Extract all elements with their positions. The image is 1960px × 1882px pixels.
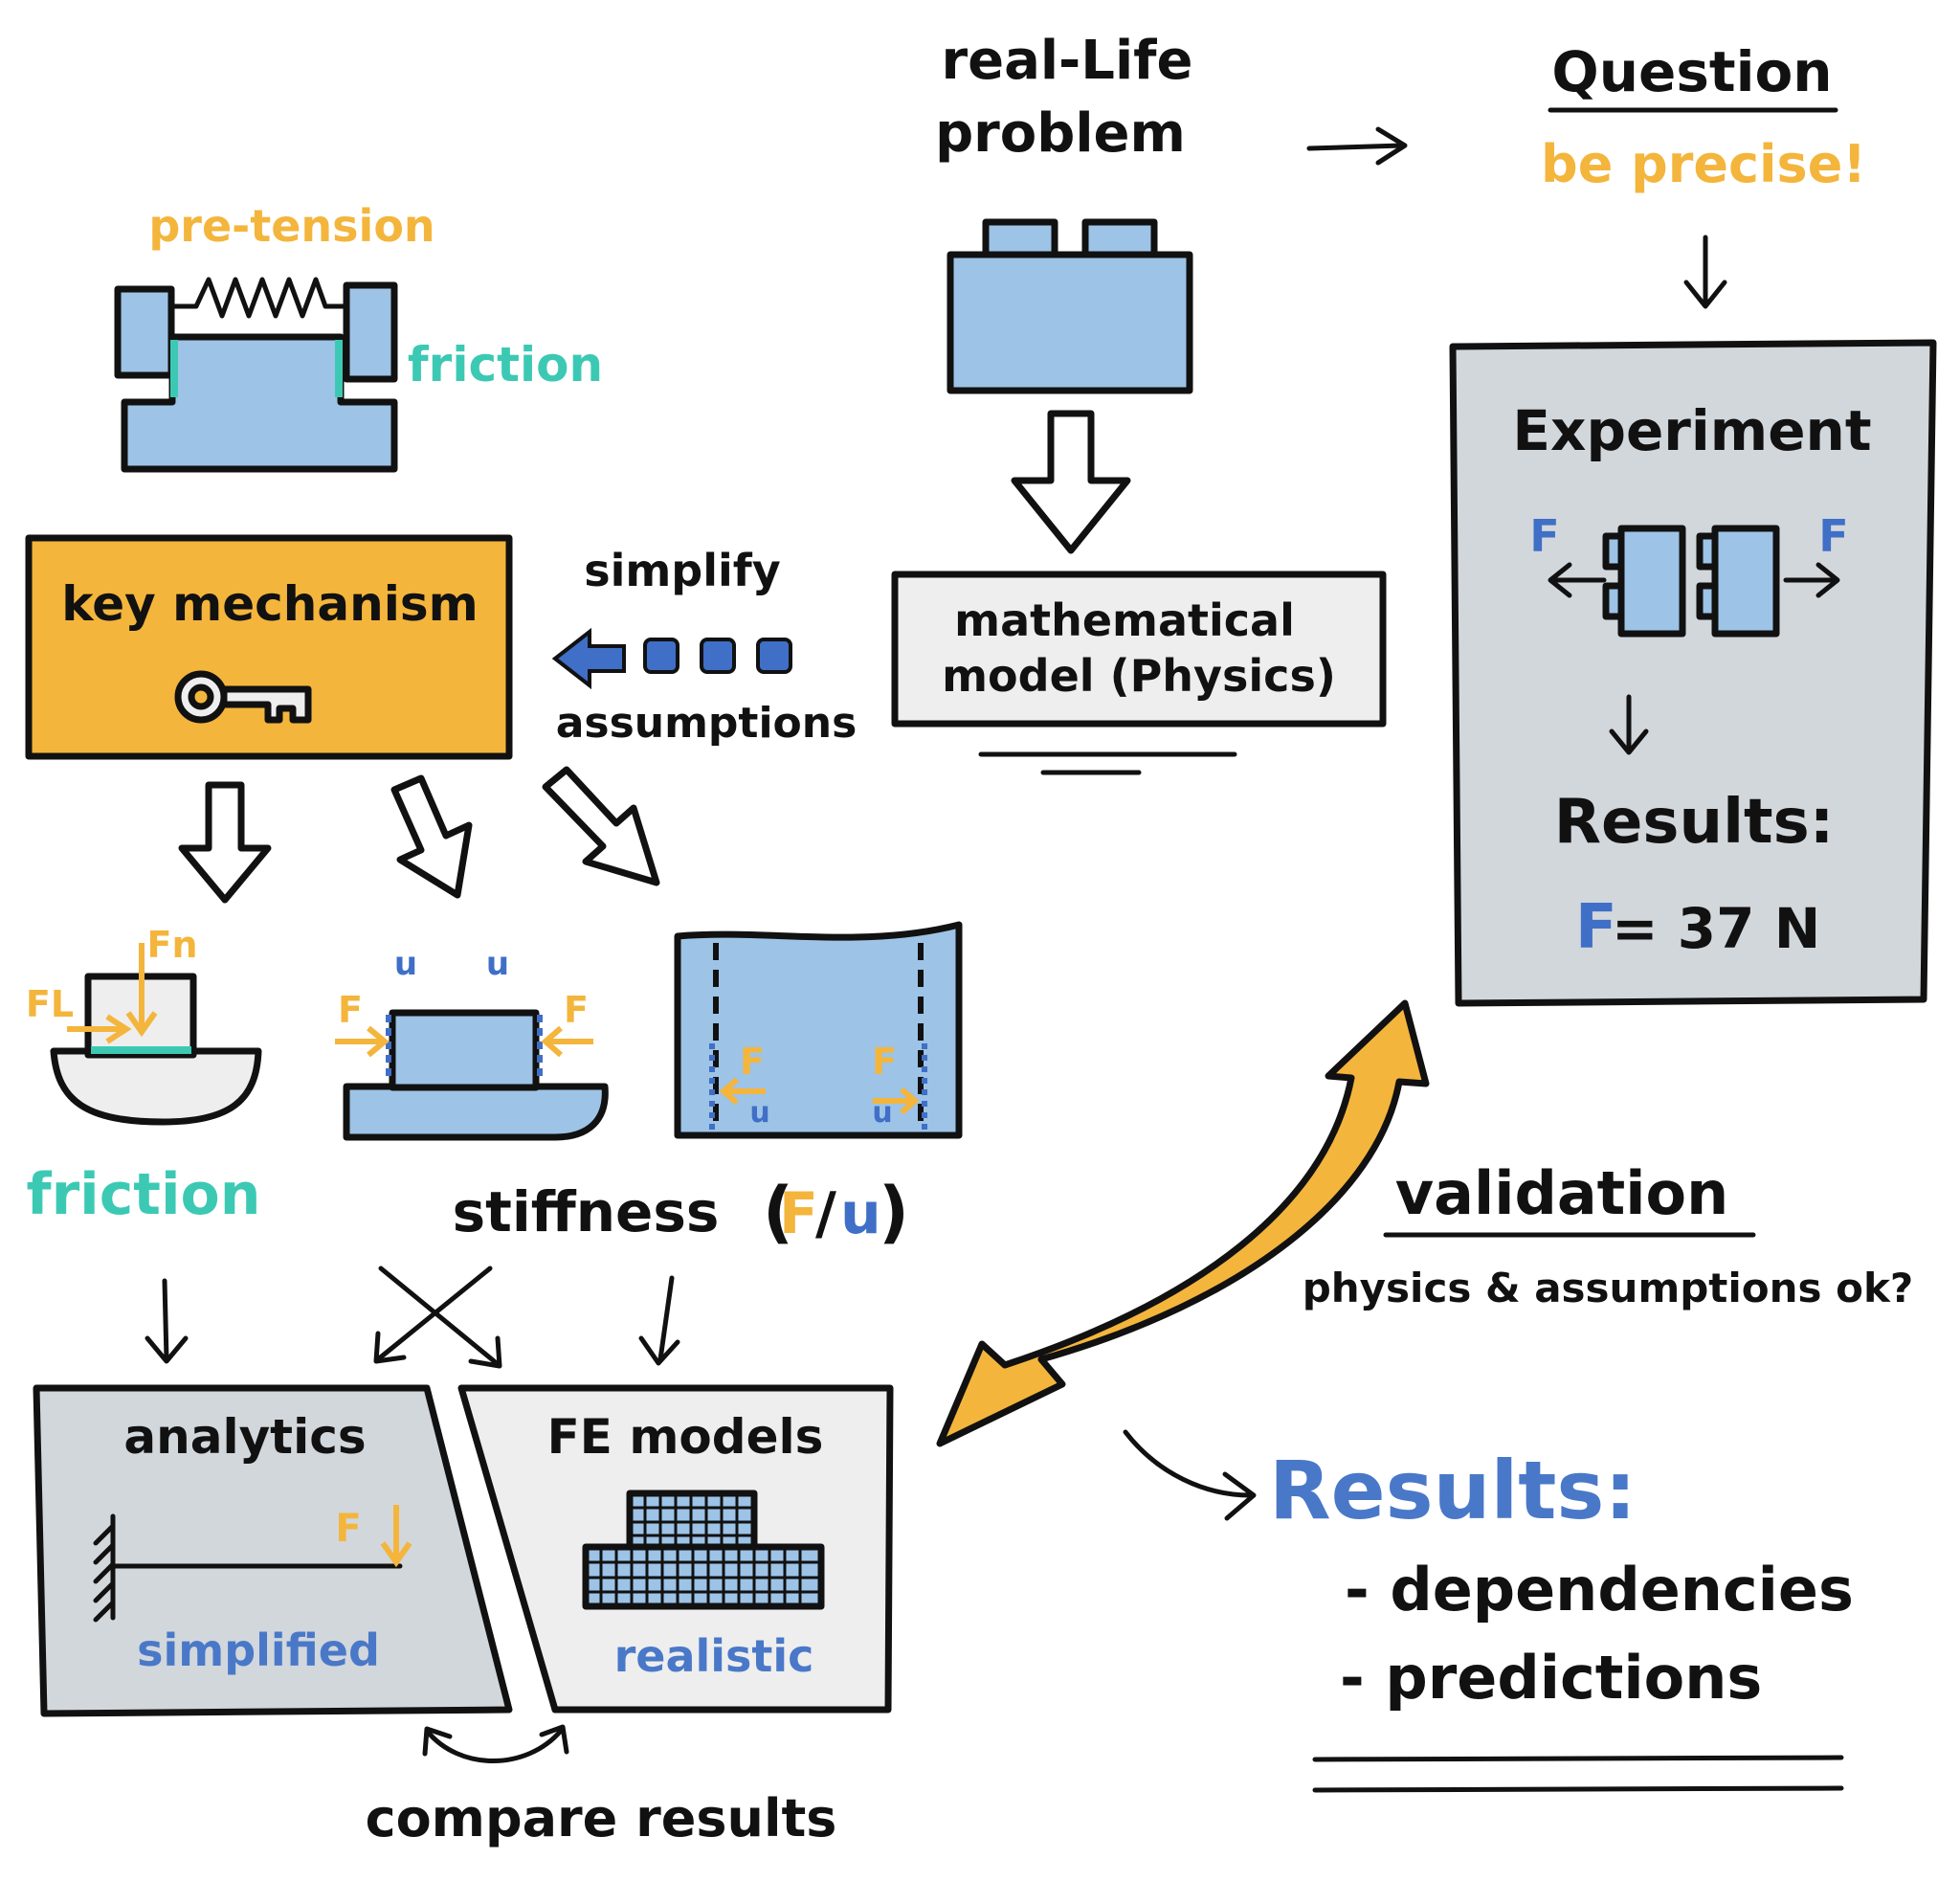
friction-label-top: friction (408, 337, 603, 392)
stiff-b-F-right: F (872, 1041, 897, 1083)
stiffness-F: F (779, 1180, 818, 1247)
simplify-label: simplify (584, 545, 781, 596)
validation-double-arrow (936, 999, 1430, 1447)
math-model-line2: model (Physics) (942, 650, 1336, 702)
stiffness-open-paren: ( (763, 1173, 793, 1251)
hollow-arrow-3 (542, 766, 660, 886)
fn-label: Fn (146, 924, 197, 966)
pre-tension-label: pre-tension (148, 200, 434, 252)
experiment-results-label: Results: (1554, 787, 1835, 858)
dashed-arrow-left (551, 627, 792, 690)
results-item-1: - dependencies (1345, 1555, 1854, 1624)
experiment-F-right: F (1818, 510, 1848, 562)
stiffness-model-a: F F u u (335, 945, 609, 1141)
results-title: Results: (1269, 1444, 1637, 1537)
fe-title: FE models (547, 1409, 824, 1465)
fe-mesh-icon (582, 1490, 825, 1610)
validation-subtitle: physics & assumptions ok? (1303, 1265, 1914, 1311)
hollow-arrow-2 (390, 774, 473, 899)
hollow-arrow-down (1011, 410, 1131, 554)
stiff-a-u-right: u (486, 945, 509, 983)
results-underline-2 (1312, 1785, 1844, 1793)
arrow-question-to-experiment (1683, 235, 1727, 309)
spring-icon (171, 277, 347, 319)
pulled-bricks-icon (1548, 525, 1840, 638)
stiffness-u: u (840, 1180, 881, 1247)
math-model-box: mathematical model (Physics) (891, 571, 1387, 728)
math-model-line1: mathematical (954, 594, 1295, 646)
stiffness-slash: / (815, 1180, 836, 1247)
lego-brick-icon (947, 218, 1193, 394)
arrows-to-models (145, 1266, 680, 1369)
arrow-to-results (1123, 1429, 1257, 1521)
stiffness-label: stiffness (453, 1179, 720, 1244)
problem-label-line1: real-Life (941, 30, 1192, 92)
be-precise-label: be precise! (1541, 134, 1866, 194)
problem-label-line2: problem (935, 102, 1186, 165)
stiff-b-u-left: u (749, 1096, 769, 1130)
experiment-title: Experiment (1512, 398, 1871, 463)
key-icon (174, 670, 312, 724)
analytics-force: F (335, 1507, 361, 1551)
question-label: Question (1551, 39, 1832, 104)
experiment-down-arrow (1609, 694, 1649, 755)
assumptions-label: assumptions (556, 699, 858, 748)
fl-label: FL (26, 983, 74, 1025)
validation-title: validation (1395, 1158, 1729, 1228)
pretension-diagram (114, 277, 398, 473)
experiment-box: Experiment F F Results: F = 37 N (1449, 339, 1937, 1007)
fe-caption: realistic (614, 1630, 814, 1682)
analytics-box: analytics F simplified (33, 1384, 513, 1717)
stiffness-close-paren: ) (879, 1173, 909, 1251)
key-mechanism-box: key mechanism (25, 534, 513, 760)
friction-model: FL Fn (26, 924, 262, 1126)
hollow-arrow-1 (178, 781, 272, 904)
stiff-b-F-left: F (740, 1041, 765, 1083)
experiment-result-value: = 37 N (1612, 896, 1820, 961)
compare-arrow (422, 1724, 569, 1763)
results-item-2: - predictions (1340, 1643, 1762, 1713)
fe-models-box: FE models realistic (457, 1384, 894, 1714)
arrow-problem-to-question (1306, 126, 1408, 166)
key-mechanism-label: key mechanism (61, 576, 478, 632)
compare-label: compare results (366, 1788, 837, 1848)
results-underline-1 (1312, 1755, 1844, 1762)
stiffness-model-b: F F u u (674, 921, 963, 1139)
friction-label: friction (26, 1161, 260, 1228)
stiff-b-u-right: u (872, 1096, 892, 1130)
stiff-a-u-left: u (394, 945, 417, 983)
experiment-F-left: F (1529, 510, 1559, 562)
stiff-a-F-right: F (564, 989, 589, 1031)
stiff-a-F-left: F (338, 989, 363, 1031)
analytics-caption: simplified (137, 1624, 380, 1676)
analytics-title: analytics (123, 1409, 366, 1465)
experiment-result-F: F (1575, 892, 1617, 963)
